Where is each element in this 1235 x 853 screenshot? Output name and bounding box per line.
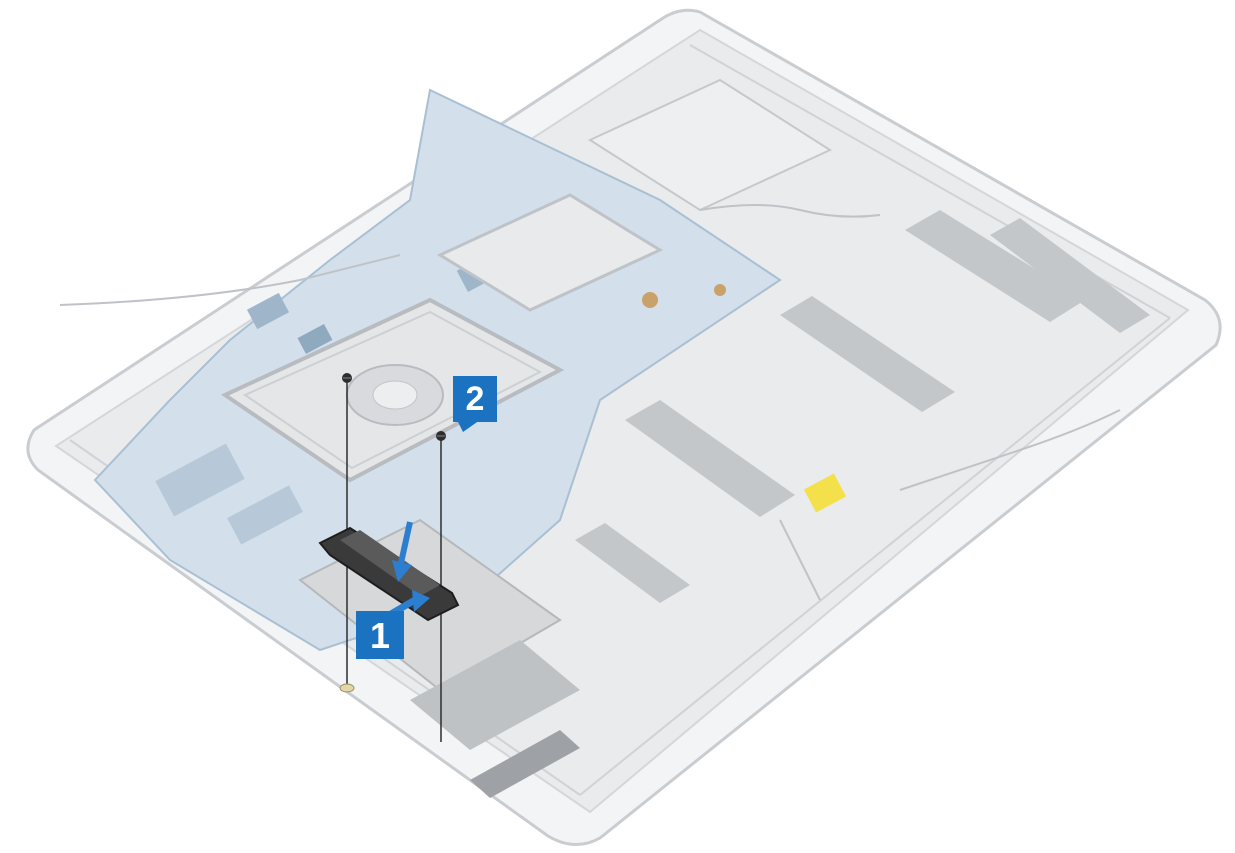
screw-right-icon [436, 431, 446, 441]
yellow-label [803, 473, 847, 513]
cpu-shield [220, 297, 565, 483]
battery-pads [575, 210, 1150, 603]
callout-2-label: 2 [466, 380, 485, 418]
upper-shield [436, 78, 833, 312]
callout-2: 2 [453, 376, 497, 432]
down-arrow-icon [392, 521, 413, 582]
callout-1: 1 [356, 611, 404, 659]
callout-1-label: 1 [370, 615, 390, 656]
antenna-cables [59, 204, 1121, 601]
screw-hole-bottom [339, 683, 355, 693]
screw-left-icon [342, 373, 352, 383]
